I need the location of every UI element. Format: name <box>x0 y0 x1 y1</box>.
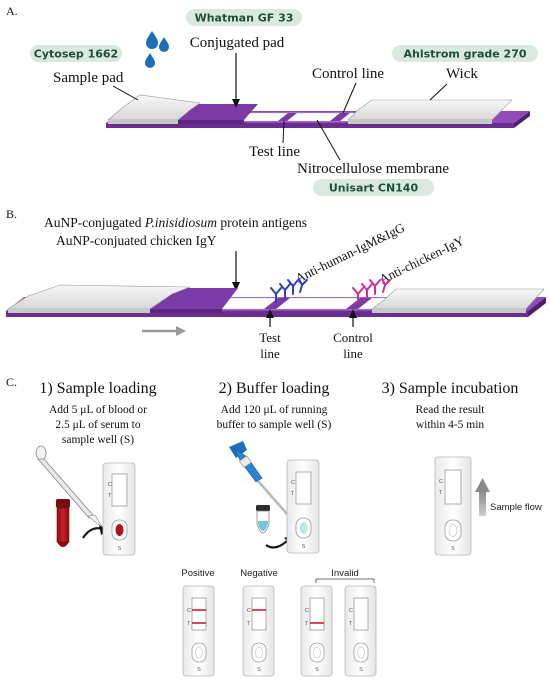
svg-text:C: C <box>291 480 295 486</box>
svg-text:S: S <box>257 667 261 673</box>
sample-flow-arrow-icon <box>475 478 490 516</box>
flow-direction-arrow-icon <box>142 326 186 336</box>
svg-text:S: S <box>197 667 201 673</box>
svg-text:C: C <box>108 482 112 488</box>
svg-text:C: C <box>439 479 443 485</box>
cassette-negative: C T S <box>242 585 275 677</box>
svg-text:C: C <box>349 608 353 614</box>
svg-text:S: S <box>315 667 319 673</box>
svg-text:Unisart CN140: Unisart CN140 <box>329 182 419 195</box>
invalid-bracket <box>315 578 375 583</box>
chicken-igy-label: AuNP-conjuated chicken IgY <box>56 233 217 248</box>
b-control-line-label-2: line <box>343 346 363 361</box>
svg-text:C: C <box>187 608 191 614</box>
blood-drops-icon <box>145 31 169 68</box>
pill-unisart: Unisart CN140 <box>313 179 434 196</box>
panel-a: A. Whatman GF 33 Cytosep 1662 Ahlstrom g… <box>6 4 538 196</box>
step-1-desc-1: Add 5 μL of blood or <box>49 404 147 416</box>
pill-ahlstrom: Ahlstrom grade 270 <box>392 45 538 62</box>
svg-text:C: C <box>247 608 251 614</box>
svg-text:T: T <box>305 621 309 627</box>
cassette-step-3: C T S <box>434 456 472 556</box>
dropper-icon <box>35 445 104 529</box>
svg-text:T: T <box>291 491 295 497</box>
step-3-desc-2: within 4-5 min <box>416 419 485 431</box>
step-3-title: 3) Sample incubation <box>382 380 519 397</box>
step-2-title: 2) Buffer loading <box>219 380 330 397</box>
result-negative-label: Negative <box>240 568 278 579</box>
svg-text:S: S <box>451 546 455 552</box>
cassette-invalid-1: C T S <box>300 585 333 677</box>
svg-text:Whatman GF 33: Whatman GF 33 <box>195 12 294 25</box>
cassette-positive: C T S <box>182 585 215 677</box>
svg-text:Ahlstrom grade 270: Ahlstrom grade 270 <box>403 48 526 61</box>
panel-c: C. 1) Sample loading 2) Buffer loading 3… <box>6 375 542 677</box>
control-line-label: Control line <box>312 66 384 82</box>
b-control-line-label-1: Control <box>333 330 373 345</box>
svg-text:T: T <box>187 621 191 627</box>
pill-whatman: Whatman GF 33 <box>186 9 302 26</box>
svg-text:S: S <box>302 544 306 550</box>
svg-text:T: T <box>439 490 443 496</box>
b-test-line-label-1: Test <box>259 330 281 345</box>
cassette-step-2: C T S <box>286 459 320 554</box>
test-line-label: Test line <box>249 144 300 160</box>
step-3-desc-1: Read the result <box>416 404 486 416</box>
svg-text:Cytosep 1662: Cytosep 1662 <box>34 48 118 61</box>
step-1-title: 1) Sample loading <box>39 380 156 397</box>
sample-flow-label: Sample flow <box>490 502 542 513</box>
strip-b <box>6 284 546 317</box>
cassette-step-1: C T S <box>102 462 136 556</box>
panel-b: B. AuNP-conjugated P.inisidiosum protein… <box>6 207 546 361</box>
svg-text:S: S <box>118 546 122 552</box>
step-1-desc-2: 2.5 μL of serum to <box>55 419 141 431</box>
sample-pad-label: Sample pad <box>53 70 124 86</box>
step-2-desc-2: buffer to sample well (S) <box>217 419 332 431</box>
result-positive-label: Positive <box>181 568 214 579</box>
wick-label: Wick <box>446 66 478 82</box>
membrane-label: Nitrocellulose membrane <box>297 161 449 177</box>
panel-b-label: B. <box>6 207 17 221</box>
blood-tube-icon <box>56 499 70 547</box>
svg-text:T: T <box>108 493 112 499</box>
conjugated-pad-label: Conjugated pad <box>190 35 285 51</box>
step-1-desc-3: sample well (S) <box>62 434 134 446</box>
svg-text:T: T <box>247 621 251 627</box>
panel-c-label: C. <box>6 375 17 389</box>
step-2-desc-1: Add 120 μL of running <box>221 404 328 416</box>
pill-cytosep: Cytosep 1662 <box>30 45 122 62</box>
antigens-label: AuNP-conjugated P.inisidiosum protein an… <box>44 215 307 230</box>
cassette-invalid-2: C T S <box>344 585 377 677</box>
anti-chicken-antibodies-icon <box>352 278 391 303</box>
svg-text:T: T <box>349 621 353 627</box>
svg-text:S: S <box>359 667 363 673</box>
svg-text:C: C <box>305 608 309 614</box>
result-invalid-label: Invalid <box>331 568 358 579</box>
anti-human-antibodies-icon <box>270 278 308 303</box>
buffer-tube-icon <box>256 505 270 534</box>
b-test-line-label-2: line <box>260 346 280 361</box>
strip-a <box>106 94 530 128</box>
panel-a-label: A. <box>6 4 18 18</box>
